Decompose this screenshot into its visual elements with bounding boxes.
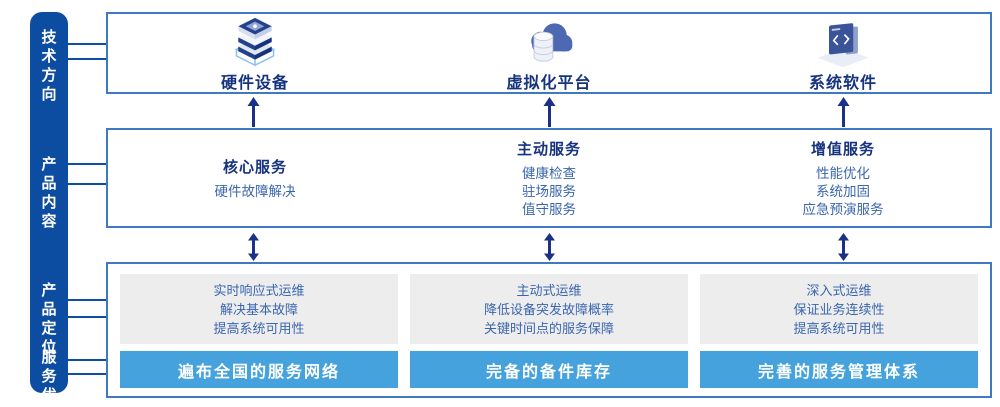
service-item: 硬件故障解决 (214, 183, 296, 199)
arrow-up-down-icon (248, 233, 259, 261)
arrow-up-icon (247, 97, 260, 127)
positioning-point: 主动式运维 (516, 282, 582, 298)
service-item: 系统加固 (816, 183, 870, 199)
arrow-up-down-icon (544, 233, 555, 261)
arrow-up-icon (543, 97, 556, 127)
positioning-point: 实时响应式运维 (213, 282, 305, 298)
connector-line (64, 359, 107, 361)
sidebar-label-product-positioning: 产品 定位 (41, 282, 62, 356)
sidebar-label-tech-direction: 技术 方向 (41, 29, 62, 103)
positioning-point: 关键时间点的服务保障 (483, 320, 614, 336)
positioning-point: 保证业务连续性 (793, 301, 885, 317)
connector-line (64, 373, 107, 375)
positioning-point: 提高系统可用性 (213, 320, 305, 336)
product-content-box: 核心服务 硬件故障解决 主动服务 健康检查 驻场服务 值守服务 增值服务 性能优… (106, 128, 992, 228)
tech-item-label: 硬件设备 (220, 75, 289, 92)
connector-line (64, 316, 107, 318)
connector-line (64, 163, 107, 165)
code-window-icon (815, 16, 871, 68)
connector-line (64, 183, 107, 185)
connector-line (64, 299, 107, 301)
service-item: 值守服务 (522, 201, 576, 217)
positioning-panel: 实时响应式运维 解决基本故障 提高系统可用性 (120, 274, 398, 344)
server-stack-icon (227, 16, 283, 68)
positioning-panel: 深入式运维 保证业务连续性 提高系统可用性 (700, 274, 978, 344)
positioning-point: 提高系统可用性 (793, 320, 885, 336)
sidebar (30, 12, 68, 393)
service-item: 驻场服务 (522, 183, 576, 199)
service-title: 主动服务 (516, 140, 581, 158)
cloud-database-icon (521, 16, 577, 68)
service-item: 健康检查 (522, 165, 576, 181)
tech-item-label: 虚拟化平台 (506, 75, 592, 92)
positioning-column-indepth: 深入式运维 保证业务连续性 提高系统可用性 完善的服务管理体系 (700, 274, 978, 388)
sidebar-label-product-content: 产品 内容 (41, 156, 62, 230)
positioning-column-proactive: 主动式运维 降低设备突发故障概率 关键时间点的服务保障 完备的备件库存 (410, 274, 688, 388)
advantage-bar: 完善的服务管理体系 (700, 351, 978, 388)
connector-line (64, 43, 107, 45)
positioning-panel: 主动式运维 降低设备突发故障概率 关键时间点的服务保障 (410, 274, 688, 344)
advantage-bar: 完备的备件库存 (410, 351, 688, 388)
service-column-proactive: 主动服务 健康检查 驻场服务 值守服务 (402, 130, 696, 226)
advantage-bar: 遍布全国的服务网络 (120, 351, 398, 388)
service-title: 增值服务 (810, 140, 875, 158)
connector-line (64, 58, 107, 60)
service-column-value-added: 增值服务 性能优化 系统加固 应急预演服务 (696, 130, 990, 226)
tech-item-hardware: 硬件设备 (108, 16, 402, 92)
service-item: 应急预演服务 (802, 201, 884, 217)
arrow-up-down-icon (838, 233, 849, 261)
positioning-point: 深入式运维 (806, 282, 872, 298)
service-item: 性能优化 (816, 165, 870, 181)
arrow-up-icon (837, 97, 850, 127)
tech-direction-box: 硬件设备 (106, 12, 992, 94)
positioning-point: 解决基本故障 (219, 301, 298, 317)
tech-item-label: 系统软件 (808, 75, 877, 92)
positioning-column-realtime: 实时响应式运维 解决基本故障 提高系统可用性 遍布全国的服务网络 (120, 274, 398, 388)
tech-item-virtualization: 虚拟化平台 (402, 16, 696, 92)
sidebar-label-service-advantage: 服务 优势 (41, 349, 62, 407)
product-positioning-box: 实时响应式运维 解决基本故障 提高系统可用性 遍布全国的服务网络 主动式运维 降… (106, 262, 992, 398)
tech-item-system-software: 系统软件 (696, 16, 990, 92)
service-column-core: 核心服务 硬件故障解决 (108, 130, 402, 226)
positioning-point: 降低设备突发故障概率 (483, 301, 614, 317)
service-title: 核心服务 (222, 158, 287, 176)
